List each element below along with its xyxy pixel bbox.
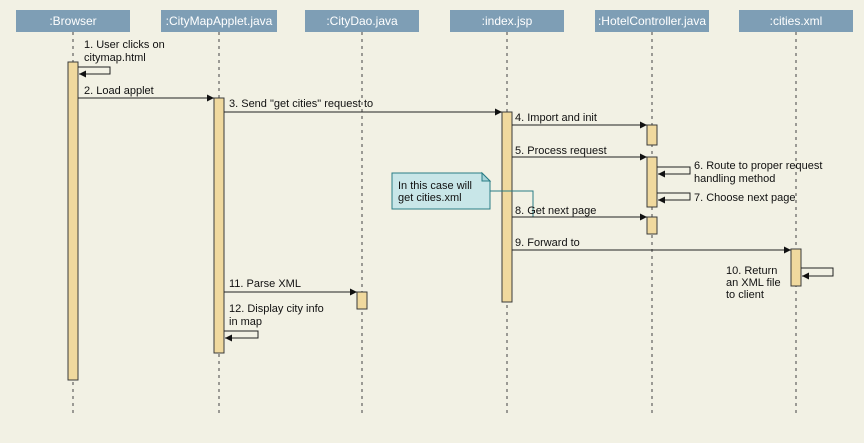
message-label: 12. Display city info: [229, 303, 324, 315]
participant-label: :cities.xml: [770, 14, 823, 28]
message-8: 8. Get next page: [512, 205, 647, 221]
message-label: handling method: [694, 173, 775, 185]
activation-dao: [356, 291, 368, 310]
message-arrow: [224, 330, 259, 342]
note-text: get cities.xml: [398, 192, 462, 204]
message-label: 10. Return: [726, 265, 777, 277]
message-2: 2. Load applet: [78, 85, 214, 102]
participant-label: :CityDao.java: [326, 14, 398, 28]
activation-browser: [67, 61, 79, 381]
activation-applet: [213, 97, 225, 354]
participant-index: :index.jsp: [450, 10, 564, 32]
message-label: 8. Get next page: [515, 205, 596, 217]
message-12: 12. Display city info in map: [224, 303, 324, 342]
activation-index: [501, 111, 513, 303]
note-connector: [490, 190, 534, 217]
note: In this case will get cities.xml: [391, 171, 534, 217]
message-label: in map: [229, 316, 262, 328]
message-label: citymap.html: [84, 52, 146, 64]
participant-label: :index.jsp: [482, 14, 533, 28]
message-label: 6. Route to proper request: [694, 160, 822, 172]
message-label: 5. Process request: [515, 145, 607, 157]
message-5: 5. Process request: [512, 145, 647, 161]
message-label: 2. Load applet: [84, 85, 154, 97]
message-9: 9. Forward to: [512, 237, 791, 254]
message-arrow: [657, 166, 691, 178]
message-3: 3. Send "get cities" request to: [224, 98, 502, 116]
participant-dao: :CityDao.java: [305, 10, 419, 32]
note-text: In this case will: [398, 180, 472, 192]
note-fold: [481, 171, 492, 182]
message-11: 11. Parse XML: [224, 278, 357, 296]
participant-label: :CityMapApplet.java: [166, 14, 273, 28]
message-label: to client: [726, 289, 764, 301]
message-label: 11. Parse XML: [229, 278, 301, 290]
participant-controller: :HotelController.java: [595, 10, 709, 32]
note-box: [391, 172, 491, 210]
message-label: 9. Forward to: [515, 237, 580, 249]
participant-xml: :cities.xml: [739, 10, 853, 32]
participant-browser: :Browser: [16, 10, 130, 32]
message-label: an XML file: [726, 277, 781, 289]
activation-controller-1: [646, 124, 658, 146]
message-7: 7. Choose next page: [657, 192, 796, 204]
message-arrow: [801, 267, 834, 280]
message-10: 10. Return an XML file to client: [726, 265, 834, 301]
message-1: 1. User clicks on citymap.html: [78, 39, 165, 78]
participant-label: :HotelController.java: [598, 14, 706, 28]
message-label: 4. Import and init: [515, 112, 597, 124]
participant-label: :Browser: [49, 14, 96, 28]
message-arrow: [657, 192, 691, 204]
message-arrow: [78, 66, 111, 78]
message-6: 6. Route to proper request handling meth…: [657, 160, 822, 185]
participant-applet: :CityMapApplet.java: [161, 10, 277, 32]
activation-controller-3: [646, 216, 658, 235]
activation-controller-2: [646, 156, 658, 208]
message-label: 1. User clicks on: [84, 39, 165, 51]
activation-xml: [790, 248, 802, 287]
message-label: 3. Send "get cities" request to: [229, 98, 373, 110]
message-label: 7. Choose next page: [694, 192, 796, 204]
message-4: 4. Import and init: [512, 112, 647, 129]
